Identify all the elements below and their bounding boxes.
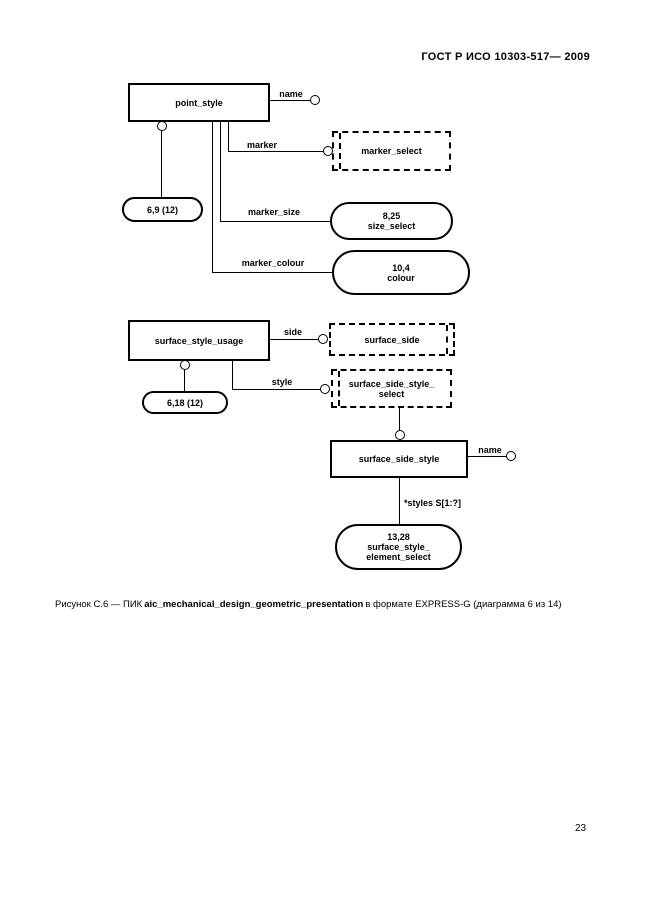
open-circle-terminator — [506, 451, 516, 461]
entity-box-point-style: point_style — [128, 83, 270, 122]
entity-label: point_style — [175, 97, 223, 108]
open-circle-terminator — [323, 146, 333, 156]
connector-line — [232, 361, 233, 390]
caption-entity-name: aic_mechanical_design_geometric_presenta… — [144, 599, 364, 610]
caption-prefix: Рисунок С.6 — ПИК — [55, 599, 143, 610]
page-ref-oval-colour: 10,4 colour — [332, 250, 470, 295]
page-ref-number: 10,4 — [392, 262, 410, 273]
page-ref-name-line2: element_select — [366, 552, 431, 562]
connector-line — [161, 131, 162, 197]
page-ref-label: 6,18 (12) — [166, 397, 204, 408]
enum-type-bar — [446, 325, 448, 354]
page-ref-oval: 6,9 (12) — [122, 197, 203, 222]
open-circle-terminator — [395, 430, 405, 440]
connector-line — [399, 408, 400, 432]
attribute-label-marker-colour: marker_colour — [241, 258, 305, 268]
connector-line — [270, 339, 319, 340]
attribute-label-name: name — [279, 89, 303, 99]
open-circle-terminator — [310, 95, 320, 105]
page-ref-name-line1: surface_style_ — [367, 542, 430, 552]
page-header: ГОСТ Р ИСО 10303-517— 2009 — [421, 51, 590, 63]
connector-line — [212, 122, 213, 273]
page-ref-oval-element-select: 13,28 surface_style_ element_select — [335, 524, 462, 570]
connector-line — [468, 456, 508, 457]
page-ref-name: colour — [387, 272, 415, 283]
connector-line — [220, 122, 221, 222]
page-ref-oval-size-select: 8,25 size_select — [330, 202, 453, 240]
connector-line — [184, 370, 185, 392]
entity-label: surface_side_style — [358, 454, 440, 464]
type-label-line1: surface_side_style_ — [348, 378, 435, 389]
open-circle-terminator — [318, 334, 328, 344]
attribute-label-styles: *styles S[1:?] — [404, 498, 462, 508]
select-type-bar — [338, 371, 340, 406]
connector-line — [212, 272, 332, 273]
entity-box-surface-style-usage: surface_style_usage — [128, 320, 270, 361]
type-label: marker_select — [361, 146, 422, 156]
attribute-label-marker-size: marker_size — [247, 207, 301, 217]
entity-box-surface-side-style: surface_side_style — [330, 440, 468, 478]
open-circle-terminator — [157, 121, 167, 131]
type-label-line2: select — [378, 388, 405, 399]
attribute-label-style: style — [271, 377, 293, 387]
enum-type-box-surface-side: surface_side — [329, 323, 455, 356]
attribute-label-name: name — [478, 445, 502, 455]
caption-suffix: в формате EXPRESS-G (диаграмма 6 из 14) — [365, 599, 562, 610]
page-ref-number: 13,28 — [387, 532, 410, 542]
page-number: 23 — [575, 823, 587, 834]
attribute-label-marker: marker — [246, 140, 278, 150]
connector-line — [228, 122, 229, 152]
connector-line — [220, 221, 330, 222]
connector-line — [270, 100, 312, 101]
open-circle-terminator — [320, 384, 330, 394]
page-ref-label: 6,9 (12) — [146, 204, 179, 215]
open-circle-terminator — [180, 360, 190, 370]
connector-line — [399, 478, 400, 525]
entity-label: surface_style_usage — [154, 335, 244, 346]
attribute-label-side: side — [283, 327, 302, 337]
select-type-bar — [339, 133, 341, 169]
type-label: surface_side — [364, 334, 420, 345]
page-ref-name: size_select — [367, 221, 416, 231]
page-ref-number: 8,25 — [382, 211, 401, 221]
select-type-box-marker-select: marker_select — [332, 131, 451, 171]
select-type-box-surface-side-style-select: surface_side_style_ select — [331, 369, 452, 408]
connector-line — [228, 151, 324, 152]
connector-line — [232, 389, 321, 390]
page-ref-oval: 6,18 (12) — [142, 391, 228, 414]
